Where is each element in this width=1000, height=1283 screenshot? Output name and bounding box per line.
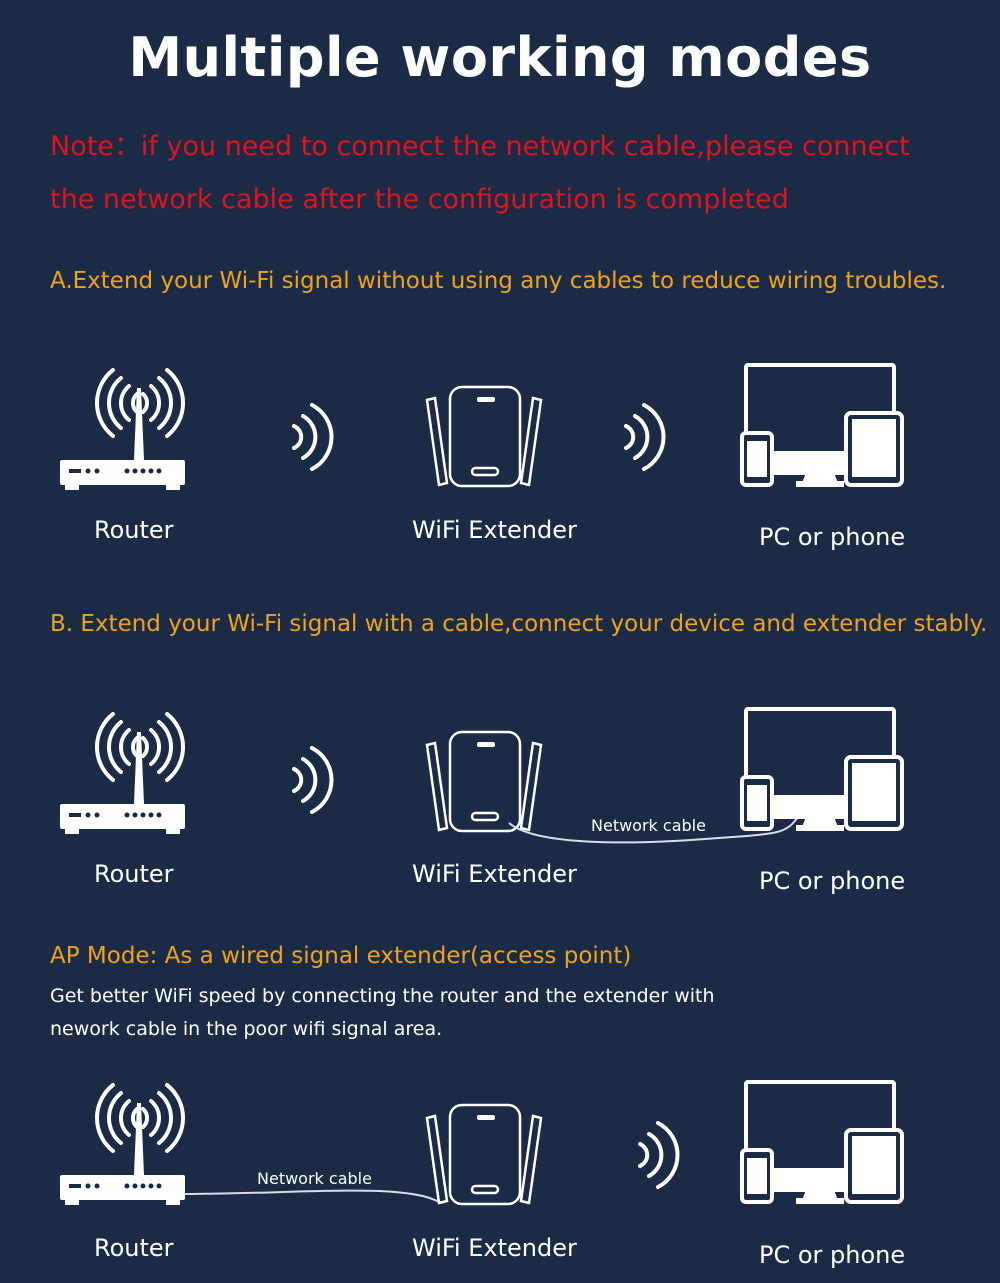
router-icon [55,360,190,492]
wifi-signal-icon [288,402,333,472]
pc-phone-icon [738,363,908,491]
router-label: Router [94,1234,174,1262]
ap-mode-heading: AP Mode: As a wired signal extender(acce… [50,943,631,969]
wifi-signal-icon [634,1120,679,1190]
wifi-extender-icon [425,1103,545,1208]
pc-phone-icon [738,707,908,835]
device-label: PC or phone [759,867,905,895]
router-icon [55,1075,190,1207]
section-a-heading: A.Extend your Wi-Fi signal without using… [50,268,946,294]
ap-mode-description: Get better WiFi speed by connecting the … [50,980,750,1046]
configuration-note: Note：if you need to connect the network … [50,120,950,226]
router-icon [55,704,190,836]
extender-label: WiFi Extender [412,1234,577,1262]
extender-label: WiFi Extender [412,516,577,544]
extender-label: WiFi Extender [412,860,577,888]
pc-phone-icon [738,1080,908,1208]
router-label: Router [94,860,174,888]
wifi-signal-icon [620,402,665,472]
wifi-signal-icon [288,745,333,815]
router-label: Router [94,516,174,544]
cable-label: Network cable [591,816,706,835]
cable-label: Network cable [257,1169,372,1188]
device-label: PC or phone [759,523,905,551]
section-b-heading: B. Extend your Wi-Fi signal with a cable… [50,611,987,637]
wifi-extender-icon [425,385,545,490]
device-label: PC or phone [759,1241,905,1269]
page-title: Multiple working modes [0,26,1000,89]
